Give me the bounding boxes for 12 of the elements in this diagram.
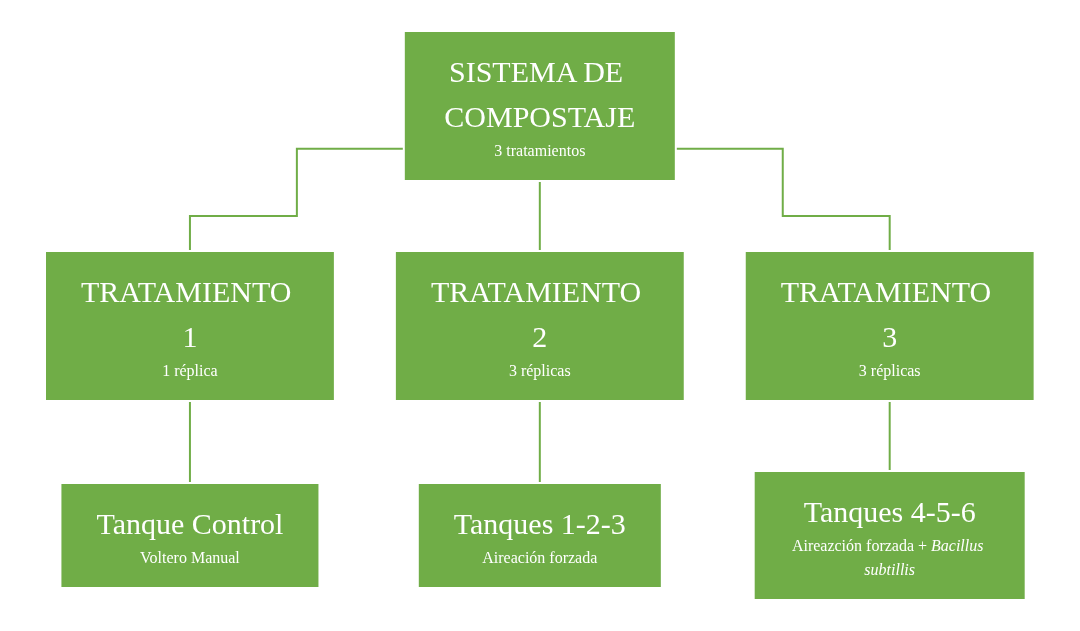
connector: [189, 147, 405, 252]
node-box: Tanques 4-5-6 Aireazción forzada + Bacillus subtillis: [752, 470, 1027, 601]
node-box: Tanque Control Voltero Manual: [59, 482, 321, 589]
node-box: SISTEMA DE COMPOSTAJE 3 tratamientos: [403, 30, 677, 182]
connector: [539, 180, 541, 252]
node-box: TRATAMIENTO 1 1 réplica: [44, 250, 337, 402]
connector: [189, 400, 192, 484]
connector: [888, 400, 891, 472]
node-box: TRATAMIENTO 3 3 réplicas: [743, 250, 1036, 402]
node-box: TRATAMIENTO 2 3 réplicas: [394, 250, 686, 402]
node-box: Tanques 1-2-3 Aireación forzada: [417, 482, 663, 589]
connector: [539, 400, 541, 484]
